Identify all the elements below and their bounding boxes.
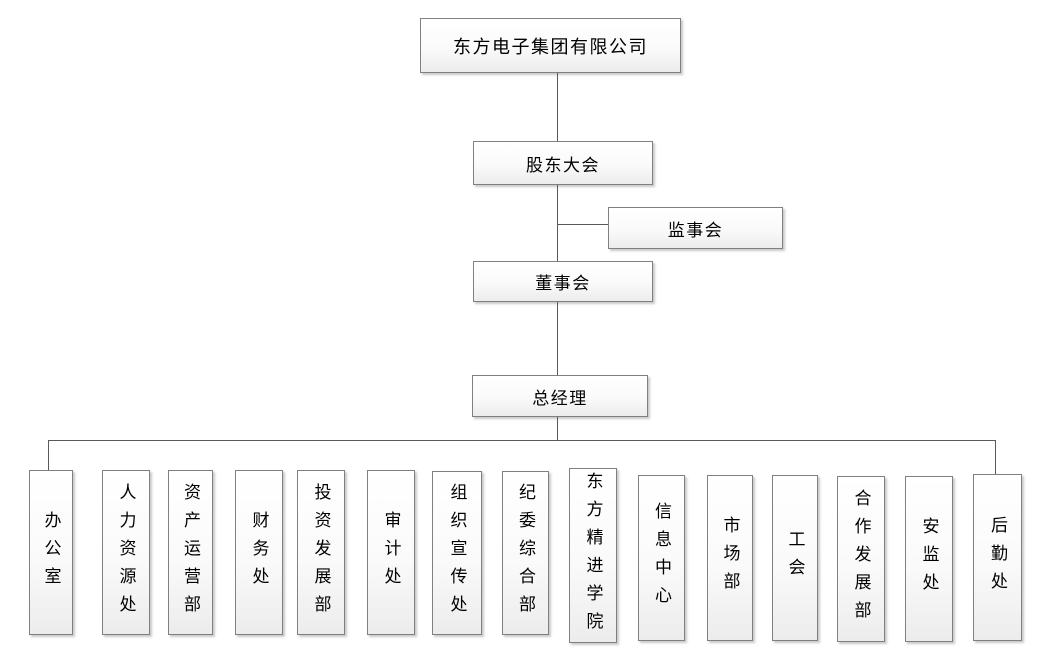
org-node-board-of-directors: 董事会 [473, 261, 653, 302]
org-node-department-audit: 审计处 [367, 470, 415, 635]
department-label: 组织宣传处 [447, 483, 467, 623]
connector-shareholders-board [557, 185, 558, 261]
org-node-department-safety-supervision: 安监处 [905, 476, 953, 642]
org-node-supervisory-board: 监事会 [608, 207, 783, 249]
org-node-department-marketing: 市场部 [707, 475, 753, 641]
org-node-department-investment-development: 投资发展部 [297, 470, 345, 635]
org-node-department-jingjin-academy: 东方精进学院 [569, 468, 617, 643]
org-node-department-information-center: 信息中心 [638, 475, 685, 641]
department-label: 信息中心 [652, 502, 671, 614]
department-label: 人力资源处 [116, 482, 136, 623]
department-label: 合作发展部 [851, 489, 871, 629]
connector-departments-bus [48, 440, 996, 441]
connector-bus-drop-right [995, 440, 996, 474]
department-label: 资产运营部 [181, 482, 200, 623]
connector-supervisory-branch [558, 224, 608, 225]
org-node-shareholders-meeting: 股东大会 [473, 141, 653, 185]
department-label: 后勤处 [988, 515, 1007, 600]
org-node-department-finance: 财务处 [235, 470, 283, 635]
org-node-department-cooperation-development: 合作发展部 [837, 476, 885, 642]
connector-board-gm [557, 302, 558, 375]
connector-company-shareholders [557, 73, 558, 141]
department-label: 办公室 [41, 510, 61, 595]
department-label: 投资发展部 [311, 482, 331, 623]
department-label: 工会 [785, 530, 805, 586]
org-node-general-manager: 总经理 [472, 375, 648, 417]
org-node-department-labor-union: 工会 [772, 475, 818, 641]
department-label: 财务处 [249, 510, 269, 595]
org-node-company: 东方电子集团有限公司 [420, 18, 681, 73]
connector-bus-drop-left [48, 440, 49, 470]
connector-gm-bus [557, 417, 558, 440]
department-label: 市场部 [720, 516, 740, 600]
org-node-department-asset-operations: 资产运营部 [168, 470, 213, 635]
department-label: 安监处 [919, 517, 939, 601]
department-label: 审计处 [381, 510, 401, 595]
org-node-department-office: 办公室 [29, 470, 73, 635]
org-node-department-human-resources: 人力资源处 [102, 470, 150, 635]
org-node-department-logistics: 后勤处 [973, 474, 1022, 641]
department-label: 东方精进学院 [583, 471, 603, 640]
org-node-department-organization-publicity: 组织宣传处 [432, 471, 482, 635]
department-label: 纪委综合部 [516, 483, 535, 623]
org-node-department-discipline-committee: 纪委综合部 [502, 471, 549, 635]
